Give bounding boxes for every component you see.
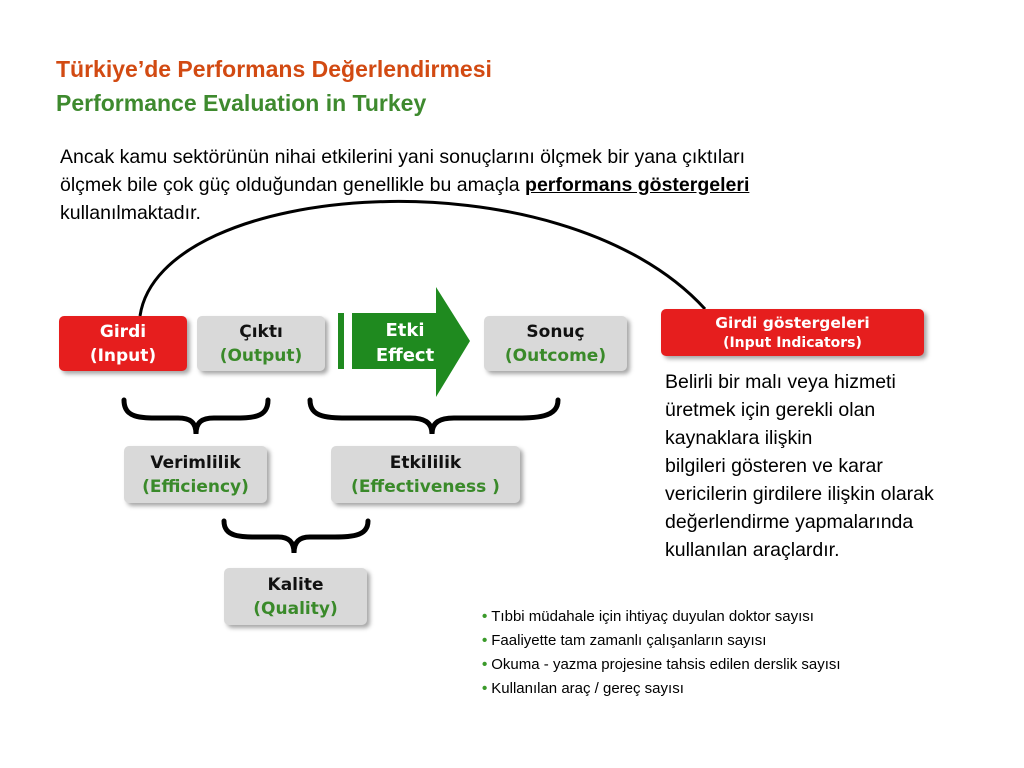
bullet-icon: •: [482, 656, 488, 673]
etki-label: Etki: [385, 320, 425, 341]
page-title-en: Performance Evaluation in Turkey: [56, 90, 427, 116]
verimlilik-box: Verimlilik (Efficiency): [124, 446, 267, 503]
bullet-icon: •: [482, 608, 488, 625]
intro-line-2: ölçmek bile çok güç olduğundan genellikl…: [60, 174, 526, 196]
page-title-tr: Türkiye’de Performans Değerlendirmesi: [56, 56, 492, 82]
description-line: Belirli bir malı veya hizmeti: [665, 371, 896, 393]
indicators-sub: (Input Indicators): [723, 334, 862, 351]
description-line: bilgileri gösteren ve karar: [665, 455, 883, 477]
etki-sub: Effect: [375, 345, 435, 366]
etkililik-label: Etkililik: [389, 452, 462, 473]
description-line: kullanılan araçlardır.: [665, 539, 840, 561]
examples-list: •Tıbbi müdahale için ihtiyaç duyulan dok…: [482, 605, 1002, 701]
etki-label-group: Etki Effect: [355, 318, 455, 368]
brace-kalite: [221, 518, 371, 554]
example-text: Faaliyette tam zamanlı çalışanların sayı…: [491, 632, 767, 649]
list-item: •Tıbbi müdahale için ihtiyaç duyulan dok…: [482, 605, 1002, 629]
etkililik-sub: (Effectiveness ): [351, 476, 500, 497]
kalite-label: Kalite: [267, 574, 324, 595]
cikti-box: Çıktı (Output): [197, 316, 325, 371]
sonuc-sub: (Outcome): [504, 345, 607, 366]
kalite-sub: (Quality): [253, 598, 338, 619]
description-line: üretmek için gerekli olan: [665, 399, 876, 421]
effect-arrow: [352, 287, 470, 397]
cikti-label: Çıktı: [239, 321, 283, 342]
sonuc-box: Sonuç (Outcome): [484, 316, 627, 371]
sonuc-label: Sonuç: [526, 321, 585, 342]
indicators-label: Girdi göstergeleri: [715, 313, 870, 332]
list-item: •Kullanılan araç / gereç sayısı: [482, 677, 1002, 701]
example-text: Kullanılan araç / gereç sayısı: [491, 680, 684, 697]
brace-etkililik: [307, 397, 561, 435]
cikti-sub: (Output): [219, 345, 303, 366]
input-indicators-box: Girdi göstergeleri (Input Indicators): [661, 309, 924, 356]
girdi-box: Girdi (Input): [59, 316, 187, 371]
verimlilik-label: Verimlilik: [150, 452, 241, 473]
list-item: •Okuma - yazma projesine tahsis edilen d…: [482, 653, 1002, 677]
effect-bar-2: [346, 313, 350, 369]
brace-verimlilik: [121, 397, 271, 435]
kalite-box: Kalite (Quality): [224, 568, 367, 625]
example-text: Tıbbi müdahale için ihtiyaç duyulan dokt…: [491, 608, 814, 625]
description-line: vericilerin girdilere ilişkin olarak: [665, 483, 934, 505]
connector-arc: [138, 199, 707, 317]
intro-line-1: Ancak kamu sektörünün nihai etkilerini y…: [60, 146, 745, 168]
girdi-sub: (Input): [89, 345, 157, 366]
example-text: Okuma - yazma projesine tahsis edilen de…: [491, 656, 841, 673]
etkililik-box: Etkililik (Effectiveness ): [331, 446, 520, 503]
girdi-label: Girdi: [99, 321, 147, 342]
indicators-description: Belirli bir malı veya hizmeti üretmek iç…: [665, 368, 1015, 564]
description-line: değerlendirme yapmalarında: [665, 511, 914, 533]
bullet-icon: •: [482, 680, 488, 697]
intro-emphasis: performans göstergeleri: [525, 174, 750, 196]
list-item: •Faaliyette tam zamanlı çalışanların say…: [482, 629, 1002, 653]
effect-bar-1: [338, 313, 344, 369]
description-line: kaynaklara ilişkin: [665, 427, 813, 449]
intro-paragraph: Ancak kamu sektörünün nihai etkilerini y…: [60, 143, 960, 227]
verimlilik-sub: (Efficiency): [142, 476, 249, 497]
bullet-icon: •: [482, 632, 488, 649]
intro-line-3: kullanılmaktadır.: [60, 202, 201, 224]
